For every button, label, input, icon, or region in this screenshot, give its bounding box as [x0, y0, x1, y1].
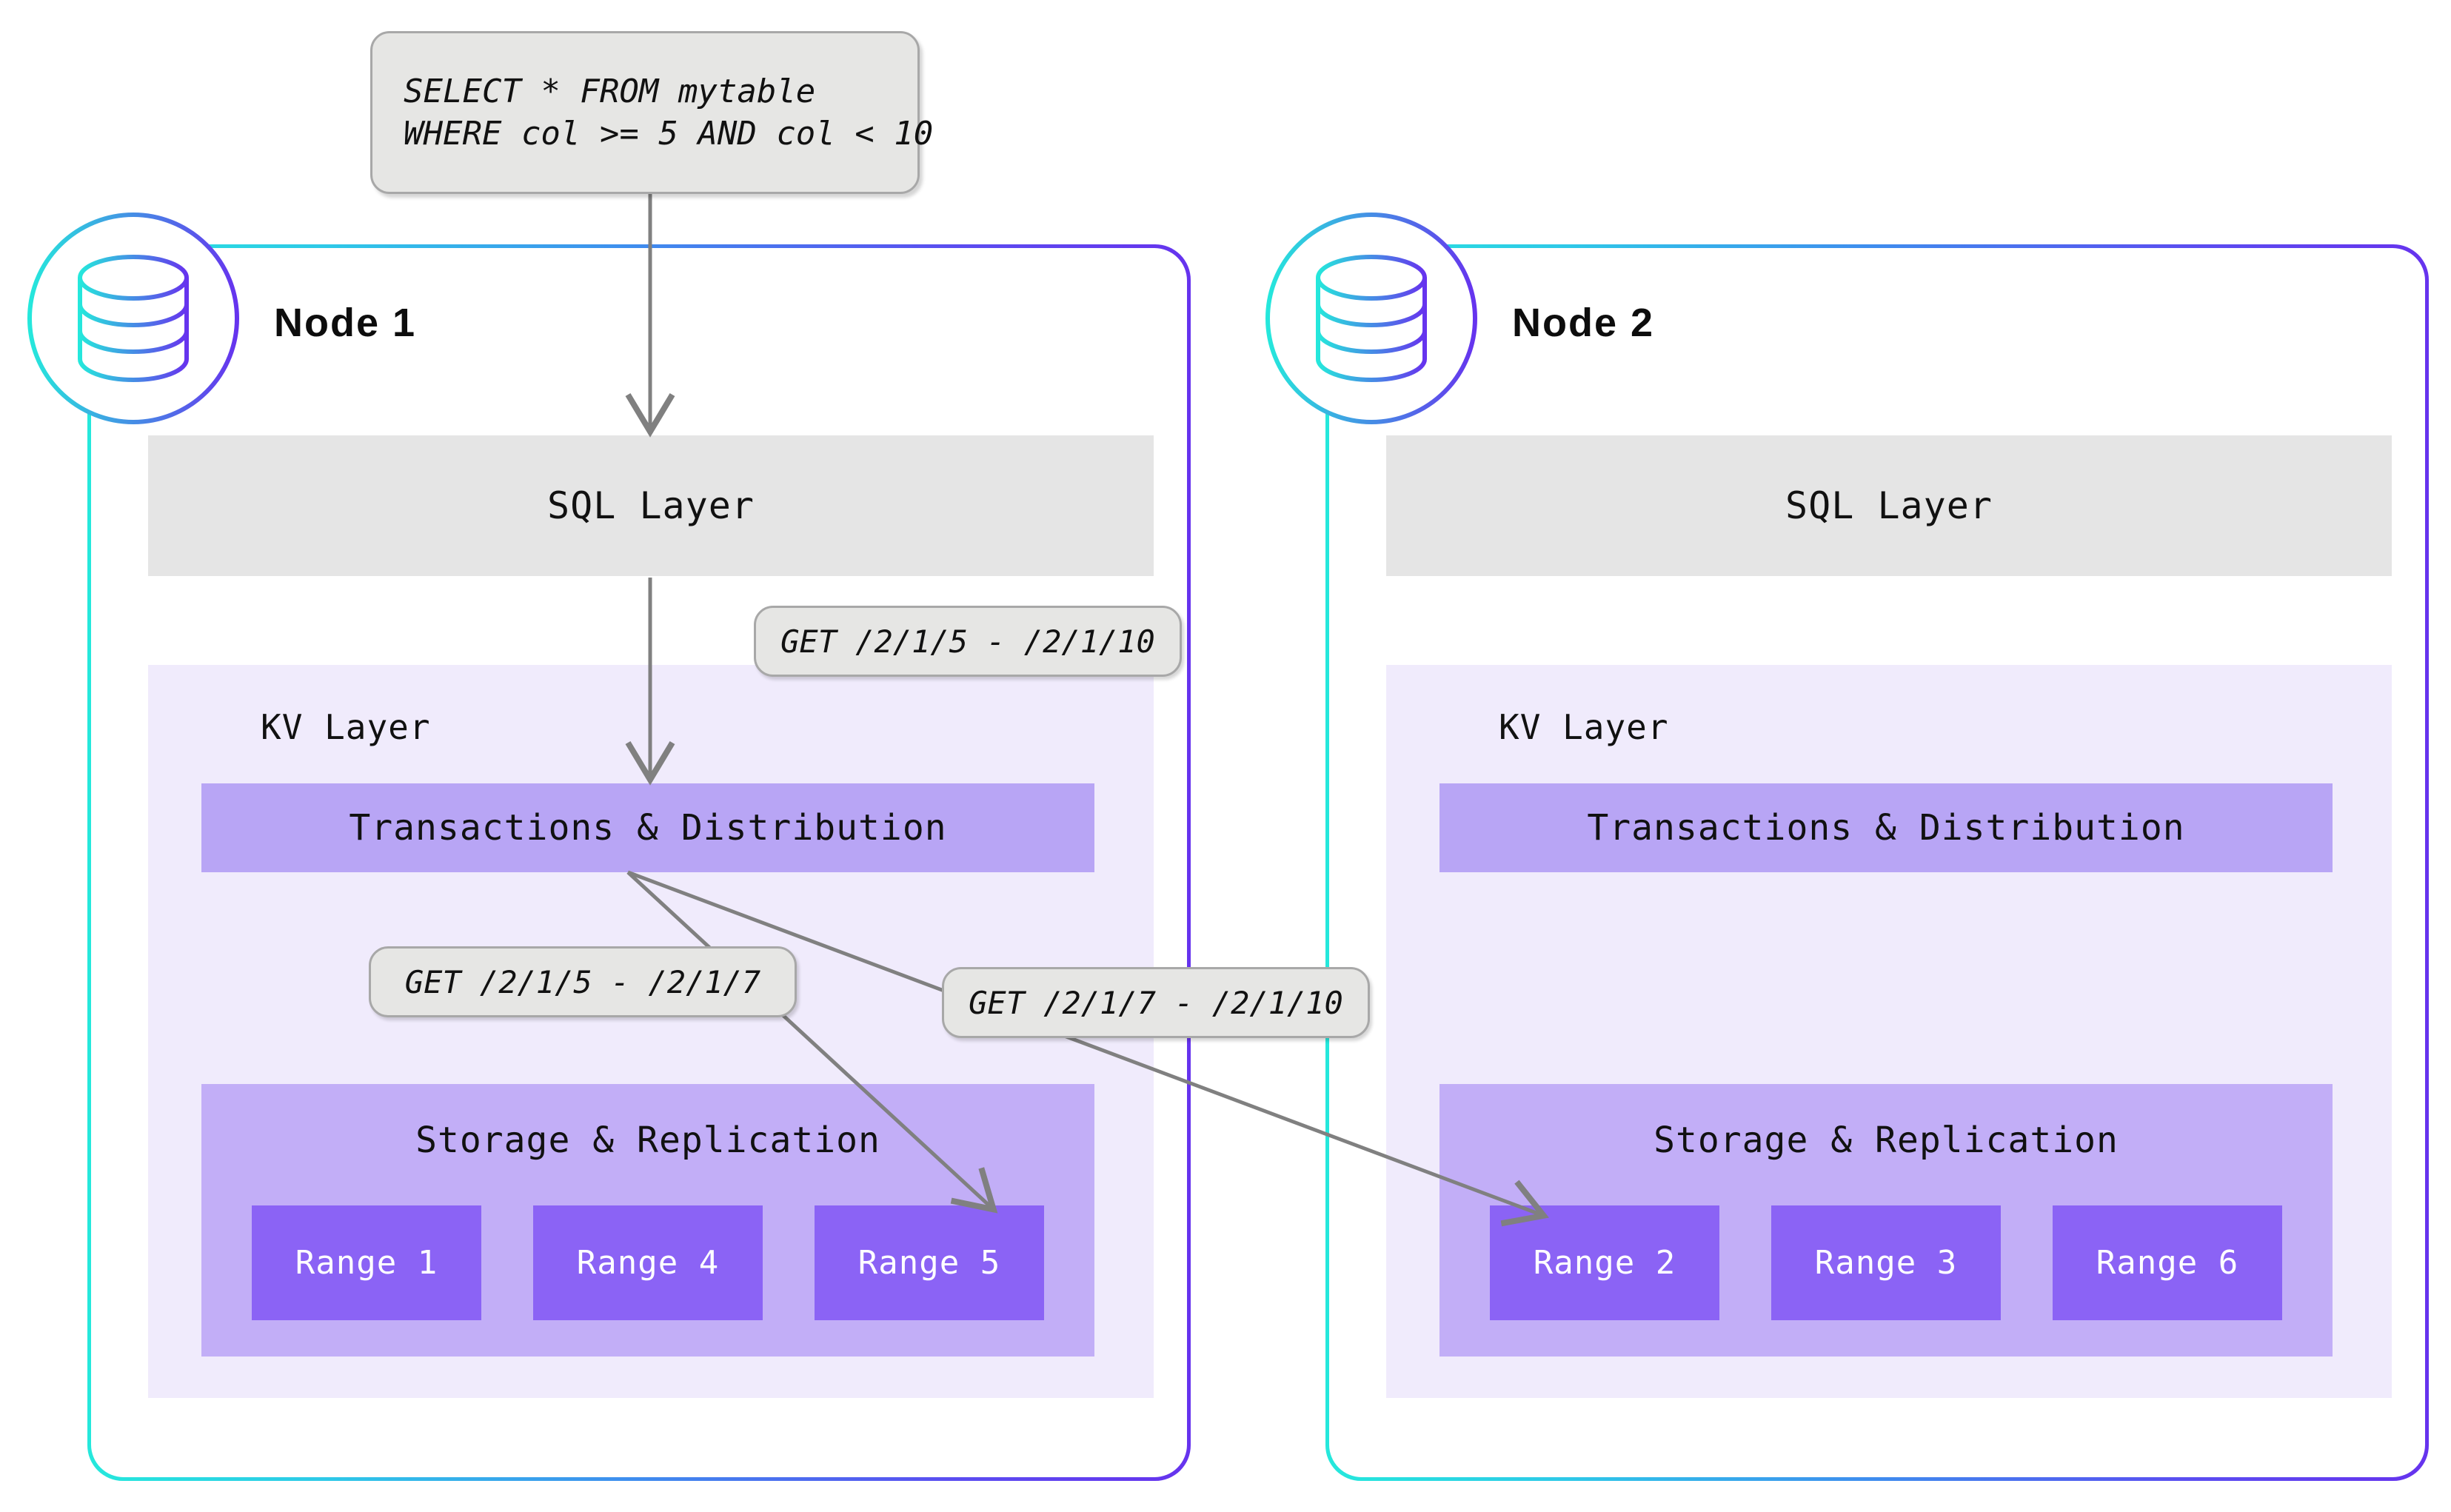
node-1-kv-layer-label: KV Layer [261, 707, 431, 747]
node-2-sql-layer: SQL Layer [1386, 435, 2392, 576]
node-2-range-2-label: Range 6 [2096, 1244, 2239, 1282]
node-2-transactions-label: Transactions & Distribution [1587, 807, 2185, 849]
node-2-storage-label: Storage & Replication [1653, 1120, 2119, 1161]
node-1-sql-layer-label: SQL Layer [547, 484, 755, 527]
sql-query-line-1: SELECT * FROM mytable [404, 72, 816, 110]
node-1-badge [22, 207, 244, 429]
node-2-kv-layer-label: KV Layer [1499, 707, 1669, 747]
sql-query-line-2: WHERE col >= 5 AND col < 10 [404, 115, 934, 153]
callout-get-left: GET /2/1/5 - /2/1/7 [369, 946, 797, 1017]
node-2-transactions-band: Transactions & Distribution [1439, 783, 2333, 872]
callout-get-left-label: GET /2/1/5 - /2/1/7 [404, 963, 761, 1000]
node-2-range-0[interactable]: Range 2 [1490, 1205, 1719, 1320]
node-2-range-0-label: Range 2 [1533, 1244, 1676, 1282]
node-1-range-1-label: Range 4 [576, 1244, 720, 1282]
callout-get-right: GET /2/1/7 - /2/1/10 [942, 967, 1370, 1038]
node-2-sql-layer-label: SQL Layer [1785, 484, 1993, 527]
node-1-transactions-band: Transactions & Distribution [201, 783, 1094, 872]
node-1-title: Node 1 [274, 301, 417, 345]
node-2-range-1-label: Range 3 [1814, 1244, 1958, 1282]
node-1-range-0-label: Range 1 [295, 1244, 438, 1282]
callout-get-full-label: GET /2/1/5 - /2/1/10 [780, 623, 1155, 660]
node-2-badge [1260, 207, 1482, 429]
callout-get-full: GET /2/1/5 - /2/1/10 [754, 606, 1182, 677]
node-1-storage-band: Storage & Replication Range 1 Range 4 Ra… [201, 1084, 1094, 1357]
node-1-range-2-label: Range 5 [857, 1244, 1001, 1282]
node-1-storage-label: Storage & Replication [415, 1120, 880, 1161]
node-1-range-2[interactable]: Range 5 [815, 1205, 1044, 1320]
callout-get-right-label: GET /2/1/7 - /2/1/10 [969, 984, 1343, 1021]
node-1-transactions-label: Transactions & Distribution [349, 807, 947, 849]
node-2-range-1[interactable]: Range 3 [1771, 1205, 2001, 1320]
node-1-sql-layer: SQL Layer [148, 435, 1154, 576]
database-cylinder-icon [27, 213, 239, 424]
node-2-storage-band: Storage & Replication Range 2 Range 3 Ra… [1439, 1084, 2333, 1357]
node-1-range-1[interactable]: Range 4 [533, 1205, 763, 1320]
node-2-title: Node 2 [1512, 301, 1655, 345]
database-cylinder-icon [1265, 213, 1477, 424]
node-1-range-0[interactable]: Range 1 [252, 1205, 481, 1320]
sql-query-box: SELECT * FROM mytable WHERE col >= 5 AND… [370, 31, 934, 194]
node-2-range-2[interactable]: Range 6 [2053, 1205, 2282, 1320]
